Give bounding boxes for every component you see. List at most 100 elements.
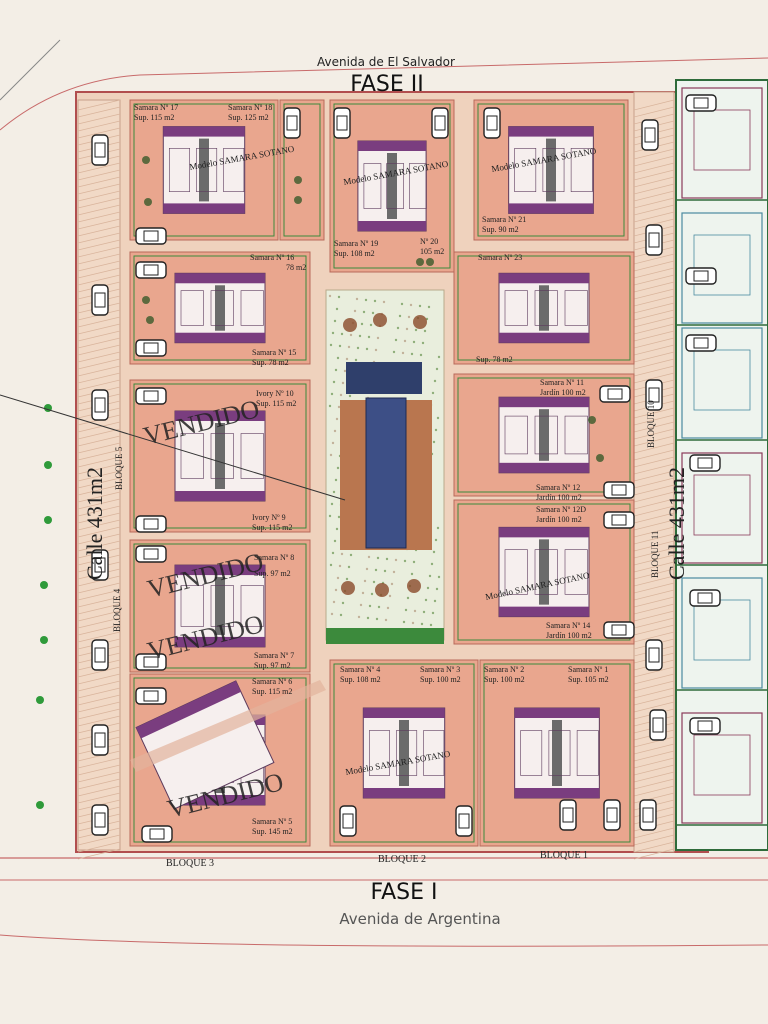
house-room [570,148,593,193]
garden-dot [398,314,402,318]
garden-dot [341,601,345,605]
neighbour-house-inner [693,474,751,536]
garden-dot [335,307,339,311]
street-hatch-line [77,323,121,335]
street-hatch-line [77,162,121,174]
car-roof [286,115,298,131]
top-boundary-line [0,57,768,131]
house-wall-top [499,273,589,284]
street-hatch-line [633,435,675,447]
neighbour-house [681,577,763,689]
street-hatch-line [633,484,675,496]
street-hatch-line [633,848,675,860]
house-room [504,549,528,595]
house-room [564,549,588,595]
street-hatch-line [633,624,675,636]
street-hatch-line [77,127,121,139]
street-hatch-line [77,372,121,384]
house-stairs [539,285,549,331]
street-hatch-line [77,708,121,720]
house-room [240,433,264,479]
street-hatch-line [77,120,121,132]
parked-car [135,687,167,705]
lot-12b-name: Samara Nº 12D [536,505,586,514]
street-hatch-line [633,673,675,685]
garden-dot [361,591,365,595]
house-stairs [215,285,225,331]
swimming-pool [365,397,407,549]
garden-dot [429,623,433,627]
garden-dot [394,338,398,342]
street-hatch-line [633,582,675,594]
street-hatch-line [633,155,675,167]
street-hatch-line [77,834,121,846]
garden-dot [386,606,390,610]
neighbour-house [681,212,763,324]
garden-dot [332,490,336,494]
shrub [146,316,154,324]
street-hatch-line [77,113,121,125]
garden-dot [337,515,341,519]
car-roof [458,813,470,829]
house-wall-top [508,126,594,137]
garden-dot [431,611,435,615]
street-hatch-line [633,295,675,307]
street-hatch-line [77,99,121,111]
garden-dot [403,339,407,343]
garden-dot [338,344,342,348]
street-hatch-line [633,407,675,419]
street-hatch-line [633,519,675,531]
street-hatch-line [633,414,675,426]
lot-22-sup: Sup. 78 m2 [476,355,513,364]
street-hatch-line [633,449,675,461]
house-room [223,148,245,193]
street-hatch-line [77,344,121,356]
street-hatch-line [633,617,675,629]
house-wall-bottom [514,788,600,798]
garden-dot [340,552,344,556]
house-stairs [215,577,225,635]
garden-dot [363,579,367,583]
house-room [240,585,264,627]
garden-dot [411,621,415,625]
street-hatch-line [77,505,121,517]
lot-20-name: Nº 20 [420,237,438,246]
street-hatch-line [77,778,121,790]
lot-20-sup: 105 m2 [420,247,444,256]
street-hatch-line [77,589,121,601]
street-hatch-line [633,701,675,713]
lot-15-name: Samara Nº 15 [252,348,296,357]
car-roof [652,717,664,733]
garden-dot [410,572,414,576]
street-hatch-line [77,379,121,391]
neighbour-house [681,87,763,199]
garden-dot [329,343,333,347]
lot-21-sup: Sup. 90 m2 [482,225,519,234]
garden-dot [383,569,387,573]
street-hatch-line [77,526,121,538]
house-wall-bottom [175,636,265,647]
plot-garden-border [333,663,475,843]
car-roof [606,807,618,823]
bloque2-label: BLOQUE 2 [378,854,426,865]
house-room [368,730,390,776]
garden-dot [357,615,361,619]
neighbour-house-inner [693,599,751,661]
street-hatching [77,99,675,860]
garden-texture [328,294,441,627]
bottom-avenue-label: Avenida de Argentina [339,910,500,928]
house-wall-bottom [163,203,245,214]
car-roof [486,115,498,131]
garden-dot [328,404,332,408]
street-hatch-line [633,113,675,125]
garden-dot [424,598,428,602]
shrub [144,198,152,206]
street-hatch-line [77,267,121,279]
garden-dot [370,592,374,596]
garden-dot [331,551,335,555]
street-hatch-line [633,491,675,503]
garden-dot [337,405,341,409]
house-wall-top [514,708,600,718]
street-hatch-line [77,610,121,622]
garden-dot [388,594,392,598]
